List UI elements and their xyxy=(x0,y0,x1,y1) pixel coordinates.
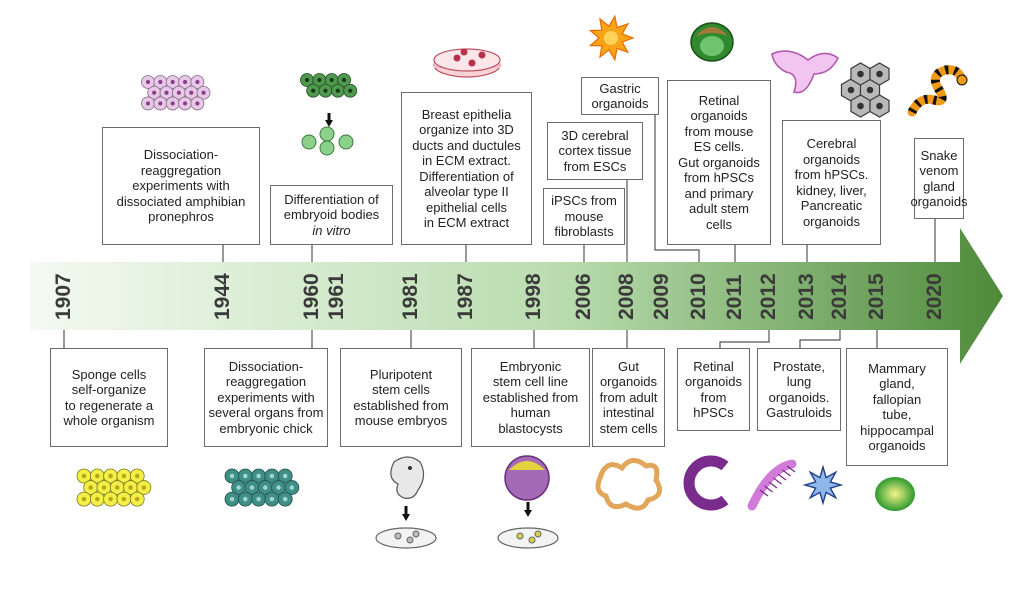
event-gut: Gut organoids from adult intestinal stem… xyxy=(592,348,665,447)
mouse-embryo-icon xyxy=(375,456,437,549)
amphibian-cells-icon xyxy=(141,75,211,111)
year-2015: 2015 xyxy=(865,273,888,320)
event-text: Gastric organoids xyxy=(591,80,649,112)
event-pluripotent: Pluripotent stem cells established from … xyxy=(340,348,462,447)
event-embryonic: Embryonic stem cell line established fro… xyxy=(471,348,590,447)
event-text: Retinal organoids from mouse ES cells. G… xyxy=(678,92,760,232)
connector-2014 xyxy=(799,330,841,348)
event-text: Prostate, lung organoids. Gastruloids xyxy=(766,358,832,421)
event-amphibian: Dissociation- reaggregation experiments … xyxy=(102,127,260,245)
embryoid-cluster-icon xyxy=(300,73,358,156)
year-2009: 2009 xyxy=(650,273,673,320)
event-text: iPSCs from mouse fibroblasts xyxy=(551,193,617,240)
year-1907: 1907 xyxy=(52,273,75,320)
event-cerebral: Cerebral organoids from hPSCs. kidney, l… xyxy=(782,120,881,245)
year-1998: 1998 xyxy=(522,273,545,320)
year-1961: 1961 xyxy=(325,273,348,320)
event-text: Pluripotent stem cells established from … xyxy=(353,366,449,429)
event-text: Dissociation- reaggregation experiments … xyxy=(208,358,324,436)
year-2013: 2013 xyxy=(795,273,818,320)
year-2020: 2020 xyxy=(923,273,946,320)
event-gastric: Gastric organoids xyxy=(581,77,659,115)
event-mammary: Mammary gland, fallopian tube, hippocamp… xyxy=(846,348,948,466)
gut-organoid-icon xyxy=(595,458,663,511)
chick-cells-icon xyxy=(224,468,300,507)
event-text: Differentiation of embryoid bodies xyxy=(283,191,380,223)
event-prostate: Prostate, lung organoids. Gastruloids xyxy=(757,348,841,431)
event-text: Dissociation- reaggregation experiments … xyxy=(116,147,246,225)
event-ipsc: iPSCs from mouse fibroblasts xyxy=(543,188,625,245)
gastric-organoid-icon xyxy=(588,14,635,62)
event-snake: Snake venom gland organoids xyxy=(910,138,968,219)
gastruloid-star-icon xyxy=(802,464,844,506)
retinal-organoid-icon xyxy=(690,22,734,62)
year-1987: 1987 xyxy=(454,273,477,320)
event-text: Mammary gland, fallopian tube, hippocamp… xyxy=(860,360,934,454)
event-cortex: 3D cerebral cortex tissue from ESCs xyxy=(547,122,643,180)
prostate-comb-icon xyxy=(747,459,797,511)
year-2011: 2011 xyxy=(723,274,746,320)
cerebral-organoid-icon xyxy=(771,50,840,94)
event-text: Embryonic stem cell line established fro… xyxy=(482,358,579,436)
event-text: Gut organoids from adult intestinal stem… xyxy=(599,358,658,436)
event-sponge: Sponge cells self-organize to regenerate… xyxy=(50,348,168,447)
snake-icon xyxy=(907,65,968,117)
petri-dish-breast-icon xyxy=(433,48,501,78)
retinal-c-icon xyxy=(683,455,729,511)
year-1981: 1981 xyxy=(399,273,422,320)
mammary-sphere-icon xyxy=(875,477,915,511)
event-text: Snake venom gland organoids xyxy=(910,147,968,210)
sponge-cells-icon xyxy=(76,468,152,507)
event-retinal_mouse: Retinal organoids from mouse ES cells. G… xyxy=(667,80,771,245)
event-breast: Breast epithelia organize into 3D ducts … xyxy=(401,92,532,245)
year-2010: 2010 xyxy=(687,273,710,320)
year-1960: 1960 xyxy=(300,273,323,320)
event-text-italic: in vitro xyxy=(312,222,351,238)
year-2008: 2008 xyxy=(615,273,638,320)
connector-2012 xyxy=(719,330,770,348)
connector-2010 xyxy=(654,115,700,262)
year-2012: 2012 xyxy=(757,273,780,320)
event-chick: Dissociation- reaggregation experiments … xyxy=(204,348,328,447)
event-text: Breast epithelia organize into 3D ducts … xyxy=(412,106,521,231)
event-text: Cerebral organoids from hPSCs. kidney, l… xyxy=(794,136,869,229)
year-1944: 1944 xyxy=(211,273,234,320)
blastocyst-icon xyxy=(497,455,559,549)
event-text: 3D cerebral cortex tissue from ESCs xyxy=(558,127,632,174)
event-text: Retinal organoids from hPSCs xyxy=(684,358,743,421)
year-2014: 2014 xyxy=(828,273,851,320)
event-text: Sponge cells self-organize to regenerate… xyxy=(63,366,155,429)
event-retinal_h: Retinal organoids from hPSCs xyxy=(677,348,750,431)
year-2006: 2006 xyxy=(572,273,595,320)
timeline-arrow xyxy=(30,228,1003,364)
liver-hexagons-icon xyxy=(840,62,890,118)
